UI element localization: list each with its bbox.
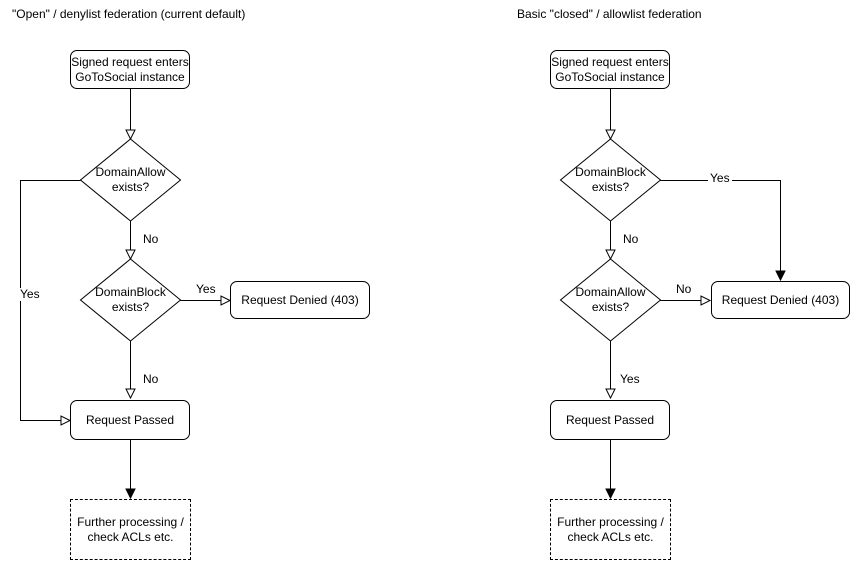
arrowhead-filled-left-further — [125, 488, 136, 500]
right-block-yes-label: Yes — [708, 171, 732, 185]
decision-shape-left-domainallow — [79, 138, 182, 222]
left-request-passed-node: Request Passed — [70, 400, 190, 440]
arrowhead-open-right-allow-top — [605, 249, 616, 261]
right-domainallow-decision-label: DomainAllow exists? — [575, 285, 646, 314]
arrowhead-open-left-allow-top — [125, 129, 136, 141]
left-block-yes-label: Yes — [194, 282, 218, 296]
right-domainblock-decision-label: DomainBlock exists? — [575, 165, 646, 194]
right-block-no-label: No — [621, 232, 641, 246]
decision-shape-right-domainallow — [559, 258, 662, 342]
right-further-processing-node: Further processing / check ACLs etc. — [550, 499, 671, 560]
right-allow-yes-label: Yes — [618, 372, 642, 386]
arrowhead-open-right-denied-side — [700, 295, 712, 306]
decision-shape-left-domainblock — [79, 258, 182, 342]
arrowhead-open-left-passed-top — [125, 388, 136, 400]
arrowhead-open-left-denied — [220, 295, 232, 306]
right-start-node: Signed request enters GoToSocial instanc… — [550, 50, 670, 89]
left-domainallow-decision-label: DomainAllow exists? — [95, 165, 166, 194]
left-further-processing-node: Further processing / check ACLs etc. — [70, 499, 191, 560]
right-allow-no-label: No — [674, 282, 694, 296]
arrowhead-filled-right-further — [605, 488, 616, 500]
left-start-node: Signed request enters GoToSocial instanc… — [70, 50, 190, 89]
left-allow-no-label: No — [141, 232, 161, 246]
right-request-passed-node: Request Passed — [550, 400, 670, 440]
decision-shape-right-domainblock — [559, 138, 662, 222]
arrowhead-open-left-block-top — [125, 249, 136, 261]
left-block-no-label: No — [141, 372, 161, 386]
right-request-denied-node: Request Denied (403) — [711, 281, 850, 319]
arrowhead-open-right-passed-top — [605, 388, 616, 400]
left-chart-title: "Open" / denylist federation (current de… — [12, 7, 246, 21]
left-allow-yes-label: Yes — [18, 287, 42, 301]
left-request-denied-node: Request Denied (403) — [230, 281, 370, 319]
right-flow-edges — [605, 89, 786, 500]
arrowhead-filled-right-denied-top — [775, 270, 786, 282]
left-domainblock-decision-label: DomainBlock exists? — [95, 285, 166, 314]
right-chart-title: Basic "closed" / allowlist federation — [517, 7, 702, 21]
arrowhead-open-right-block-top — [605, 129, 616, 141]
arrowhead-open-left-passed-side — [60, 415, 72, 426]
edge-right-block-yes-to-denied — [660, 180, 781, 271]
